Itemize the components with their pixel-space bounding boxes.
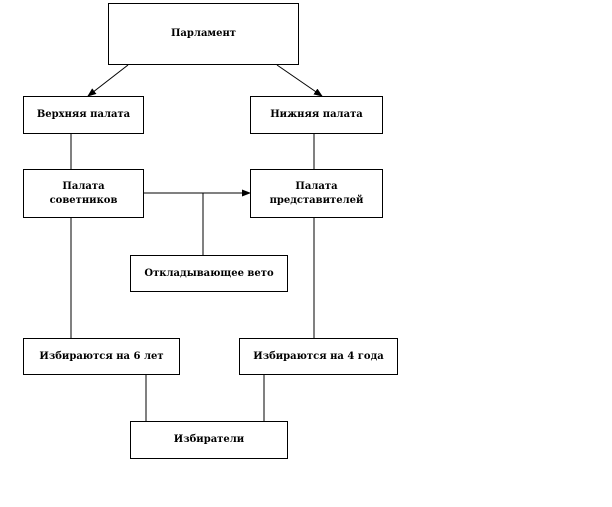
box-elected-four-years: Избираются на 4 года — [239, 338, 398, 375]
box-parliament: Парламент — [108, 3, 299, 65]
box-lower-chamber: Нижняя палата — [250, 96, 383, 134]
box-house-of-representatives: Палата представителей — [250, 169, 383, 218]
arrow-parliament-to-lower — [276, 64, 323, 97]
box-upper-chamber: Верхняя палата — [23, 96, 144, 134]
box-elected-six-years: Избираются на 6 лет — [23, 338, 180, 375]
arrow-parliament-to-upper — [87, 64, 129, 97]
box-voters: Избиратели — [130, 421, 288, 459]
box-house-of-councillors: Палата советников — [23, 169, 144, 218]
box-suspensive-veto: Откладывающее вето — [130, 255, 288, 292]
